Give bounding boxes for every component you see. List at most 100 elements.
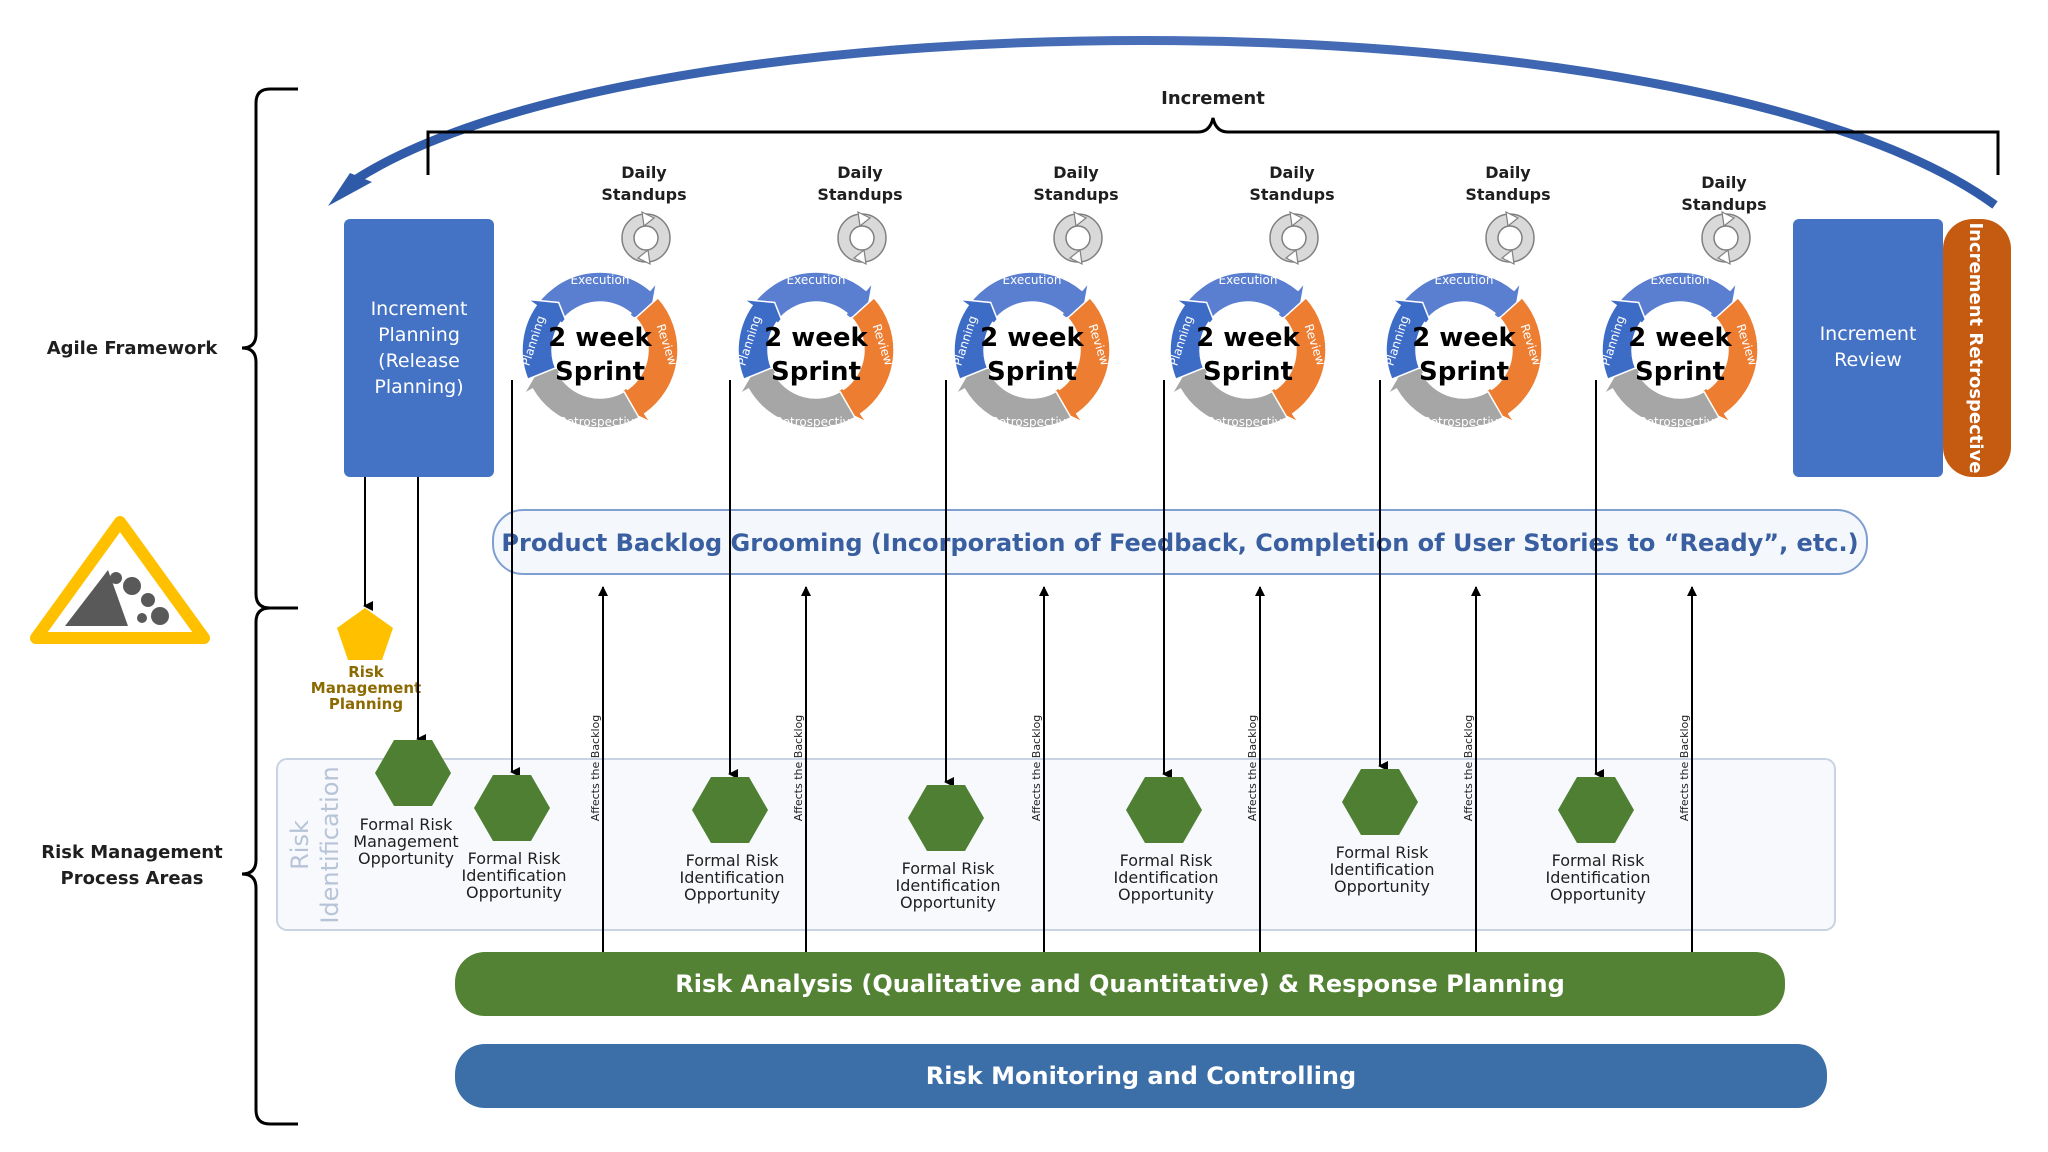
risk-management-brace bbox=[241, 606, 298, 1126]
daily-standups-label: Standups bbox=[817, 185, 902, 204]
daily-standups-arrow bbox=[852, 248, 867, 266]
affects-backlog-label: Affects the Backlog bbox=[1678, 715, 1691, 821]
increment-planning-line: (Release bbox=[378, 350, 460, 372]
sprint-retrospective-segment bbox=[953, 366, 1073, 429]
formal-risk-identification-hexagon bbox=[1558, 777, 1634, 843]
sprint-execution-label: Execution bbox=[787, 273, 846, 287]
formal-risk-identification-label: Identification bbox=[896, 876, 1001, 895]
daily-standups-cycle-icon-center bbox=[1713, 225, 1739, 251]
daily-standups-label: Daily bbox=[1269, 163, 1315, 182]
rmp-line: Risk bbox=[348, 663, 385, 681]
sprint-title: 2 week bbox=[1196, 323, 1300, 353]
sprint-execution-segment bbox=[1611, 271, 1738, 328]
daily-standups-label: Daily bbox=[1485, 163, 1531, 182]
sprint-retrospective-label: Retrospective bbox=[1207, 415, 1289, 429]
affects-backlog-label: Affects the Backlog bbox=[1246, 715, 1259, 821]
rm-process-areas-label-line1: Risk Management bbox=[41, 842, 223, 863]
formal-risk-identification-hexagon bbox=[692, 777, 768, 843]
rm-process-areas-label-line2: Process Areas bbox=[61, 868, 204, 889]
backlog-grooming-label: Product Backlog Grooming (Incorporation … bbox=[501, 529, 1858, 557]
sprint-execution-segment bbox=[1395, 271, 1522, 328]
formal-risk-identification-label: Formal Risk bbox=[1336, 843, 1430, 862]
daily-standups-arrow bbox=[636, 248, 651, 266]
formal-risk-identification-hexagon bbox=[474, 775, 550, 841]
affects-backlog-label: Affects the Backlog bbox=[1462, 715, 1475, 821]
formal-risk-identification-label: Opportunity bbox=[1550, 885, 1646, 904]
sprint-review-segment bbox=[836, 296, 895, 424]
increment-retrospective-box bbox=[1943, 219, 2011, 477]
formal-risk-identification-label: Identification bbox=[680, 868, 785, 887]
daily-standups-arrow bbox=[1073, 210, 1088, 228]
formal-risk-identification-label: Opportunity bbox=[900, 893, 996, 912]
sprint-execution-label: Execution bbox=[571, 273, 630, 287]
daily-standups-arrow bbox=[857, 210, 872, 228]
sprint-retrospective-label: Retrospective bbox=[1639, 415, 1721, 429]
increment-planning-line: Planning) bbox=[374, 376, 463, 398]
daily-standups-arrow bbox=[1284, 248, 1299, 266]
sprint-title: 2 week bbox=[1412, 323, 1516, 353]
sprint-title: Sprint bbox=[555, 357, 645, 387]
sprint-title: 2 week bbox=[764, 323, 868, 353]
daily-standups-label: Standups bbox=[601, 185, 686, 204]
daily-standups-arrow bbox=[1068, 248, 1083, 266]
sprint-center bbox=[1417, 303, 1511, 397]
sprint-title: Sprint bbox=[1419, 357, 1509, 387]
formal-risk-identification-label: Identification bbox=[1546, 868, 1651, 887]
sprint-center bbox=[769, 303, 863, 397]
formal-risk-identification-label: Formal Risk bbox=[902, 859, 996, 878]
frm-line: Formal Risk bbox=[360, 815, 454, 834]
sprint-cycles: 2 weekSprintExecutionRetrospectivePlanni… bbox=[519, 163, 1767, 429]
daily-standups-cycle-icon-center bbox=[1497, 225, 1523, 251]
sprint-review-segment bbox=[1052, 296, 1111, 424]
sprint-center bbox=[553, 303, 647, 397]
rmp-line: Planning bbox=[329, 695, 403, 713]
daily-standups-label: Standups bbox=[1681, 195, 1766, 214]
sprint-retrospective-label: Retrospective bbox=[775, 415, 857, 429]
daily-standups-arrow bbox=[1289, 210, 1304, 228]
increment-retrospective-label: Increment Retrospective bbox=[1965, 222, 1986, 473]
sprint-review-segment bbox=[1484, 296, 1543, 424]
formal-risk-identification-group: Formal RiskIdentificationOpportunityAffe… bbox=[462, 380, 1697, 952]
daily-standups-arrow bbox=[1505, 210, 1520, 228]
daily-standups-label: Daily bbox=[1053, 163, 1099, 182]
sprint-execution-segment bbox=[1179, 271, 1306, 328]
daily-standups-label: Daily bbox=[621, 163, 667, 182]
risk-analysis-bar bbox=[455, 952, 1785, 1016]
formal-risk-identification-hexagon bbox=[908, 785, 984, 851]
sprint-retrospective-segment bbox=[1601, 366, 1721, 429]
sprint-execution-label: Execution bbox=[1435, 273, 1494, 287]
increment-bracket bbox=[426, 117, 2000, 175]
increment-review-box bbox=[1793, 219, 1943, 477]
increment-return-arc bbox=[352, 35, 1998, 209]
sprint-center bbox=[1201, 303, 1295, 397]
sprint-title: 2 week bbox=[980, 323, 1084, 353]
daily-standups-label: Daily bbox=[1701, 173, 1747, 192]
increment-planning-line: Planning bbox=[378, 324, 460, 346]
sprint-retrospective-label: Retrospective bbox=[559, 415, 641, 429]
sprint-planning-segment bbox=[1385, 298, 1435, 381]
sprint-review-segment bbox=[1268, 296, 1327, 424]
sprint-center bbox=[985, 303, 1079, 397]
daily-standups-label: Standups bbox=[1249, 185, 1334, 204]
sprint-retrospective-segment bbox=[737, 366, 857, 429]
increment-planning-box bbox=[344, 219, 494, 477]
formal-risk-identification-label: Opportunity bbox=[1334, 877, 1430, 896]
daily-standups-cycle-icon-center bbox=[1281, 225, 1307, 251]
risk-management-planning-text: Risk Management Planning bbox=[311, 663, 421, 713]
sprint-title: 2 week bbox=[1628, 323, 1732, 353]
increment-review-line: Review bbox=[1834, 349, 1902, 371]
formal-risk-identification-label: Opportunity bbox=[466, 883, 562, 902]
formal-risk-identification-label: Formal Risk bbox=[468, 849, 562, 868]
backlog-grooming-bar bbox=[492, 509, 1868, 575]
increment-planning-text: Increment Planning (Release Planning) bbox=[371, 298, 468, 398]
sprint-planning-segment bbox=[737, 298, 787, 381]
formal-risk-identification-label: Identification bbox=[462, 866, 567, 885]
sprint-retrospective-segment bbox=[1169, 366, 1289, 429]
sprint-title: Sprint bbox=[1203, 357, 1293, 387]
agile-framework-label: Agile Framework bbox=[47, 338, 219, 359]
frm-line: Management bbox=[353, 832, 458, 851]
sprint-execution-label: Execution bbox=[1003, 273, 1062, 287]
falling-rocks-warning-icon bbox=[30, 516, 210, 644]
daily-standups-arrow bbox=[1500, 248, 1515, 266]
